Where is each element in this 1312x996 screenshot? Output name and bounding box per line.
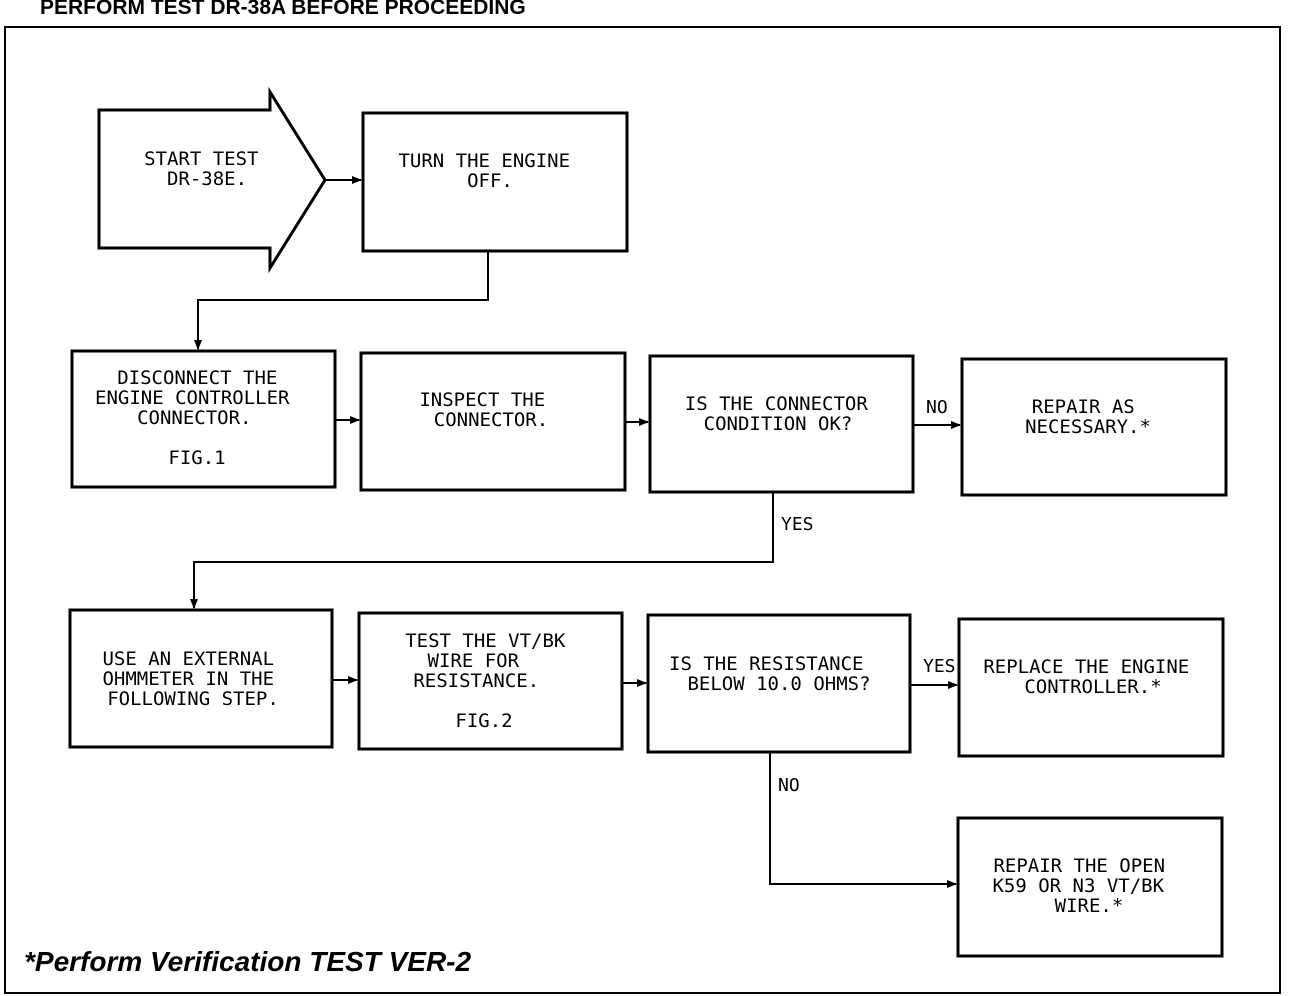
resistance-question-line-1: IS THE RESISTANCE <box>669 653 863 675</box>
repair-box <box>960 357 1228 497</box>
inspect-line-1: INSPECT THE <box>419 389 545 411</box>
repair-line-1: REPAIR AS <box>1032 396 1135 418</box>
connector-ok-box <box>648 354 915 494</box>
label-resistance-yes: YES <box>923 656 956 677</box>
repair-open-line-1: REPAIR THE OPEN <box>993 855 1165 877</box>
connector-ok-line-1: IS THE CONNECTOR <box>685 393 869 415</box>
disconnect-line-3: CONNECTOR. <box>137 407 251 429</box>
disconnect-line-5: FIG.1 <box>168 447 225 469</box>
test-wire-box <box>357 611 624 751</box>
inspect-line-2: CONNECTOR. <box>434 409 548 431</box>
disconnect-text: DISCONNECT THE ENGINE CONTROLLER CONNECT… <box>95 367 301 469</box>
repair-open-line-3: WIRE.* <box>1055 895 1124 917</box>
edge-turn-off-to-disconnect <box>194 251 489 350</box>
footer-note: *Perform Verification TEST VER-2 <box>24 946 472 977</box>
turn-off-line-2: OFF. <box>467 170 513 192</box>
turn-off-box <box>361 111 629 253</box>
start-line-1: START TEST <box>144 148 258 170</box>
ohmmeter-line-2: OHMMETER IN THE <box>102 668 274 690</box>
ohmmeter-line-3: FOLLOWING STEP. <box>107 688 279 710</box>
connector-ok-line-2: CONDITION OK? <box>704 413 853 435</box>
header-instruction: PERFORM TEST DR-38A BEFORE PROCEEDING <box>40 0 526 19</box>
start-arrow-shape <box>97 86 327 274</box>
turn-off-line-1: TURN THE ENGINE <box>398 150 570 172</box>
repair-line-2: NECESSARY.* <box>1025 416 1151 438</box>
outer-frame <box>4 26 1281 994</box>
replace-box <box>957 617 1225 758</box>
replace-line-1: REPLACE THE ENGINE <box>983 656 1189 678</box>
resistance-question-line-2: BELOW 10.0 OHMS? <box>687 673 870 695</box>
test-wire-line-5: FIG.2 <box>455 710 512 732</box>
edge-connector-yes <box>190 492 774 609</box>
test-wire-line-3: RESISTANCE. <box>413 670 539 692</box>
ohmmeter-line-1: USE AN EXTERNAL <box>102 648 274 670</box>
ohmmeter-text: USE AN EXTERNAL OHMMETER IN THE FOLLOWIN… <box>102 648 285 710</box>
test-wire-text: TEST THE VT/BK WIRE FOR RESISTANCE. FIG.… <box>405 630 577 732</box>
repair-text: REPAIR AS NECESSARY.* <box>1025 396 1151 438</box>
inspect-text: INSPECT THE CONNECTOR. <box>419 389 556 431</box>
repair-open-box <box>956 816 1224 958</box>
turn-off-text: TURN THE ENGINE OFF. <box>398 150 581 192</box>
replace-text: REPLACE THE ENGINE CONTROLLER.* <box>983 656 1200 698</box>
label-resistance-no: NO <box>778 775 800 796</box>
label-connector-yes: YES <box>781 514 814 535</box>
disconnect-line-2: ENGINE CONTROLLER <box>95 387 290 409</box>
test-wire-line-2: WIRE FOR <box>428 650 520 672</box>
start-line-2: DR-38E. <box>167 168 247 190</box>
repair-open-text: REPAIR THE OPEN K59 OR N3 VT/BK WIRE.* <box>992 855 1176 917</box>
replace-line-2: CONTROLLER.* <box>1024 676 1161 698</box>
start-text: START TEST DR-38E. <box>144 148 270 190</box>
connector-ok-text: IS THE CONNECTOR CONDITION OK? <box>685 393 879 435</box>
inspect-box <box>359 351 627 492</box>
resistance-question-text: IS THE RESISTANCE BELOW 10.0 OHMS? <box>669 653 875 695</box>
resistance-question-box <box>646 613 912 754</box>
label-connector-no: NO <box>926 397 948 418</box>
ohmmeter-box <box>68 608 334 749</box>
edge-resistance-no <box>769 752 957 888</box>
disconnect-line-1: DISCONNECT THE <box>117 367 277 389</box>
repair-open-line-2: K59 OR N3 VT/BK <box>992 875 1164 897</box>
test-wire-line-1: TEST THE VT/BK <box>405 630 566 652</box>
